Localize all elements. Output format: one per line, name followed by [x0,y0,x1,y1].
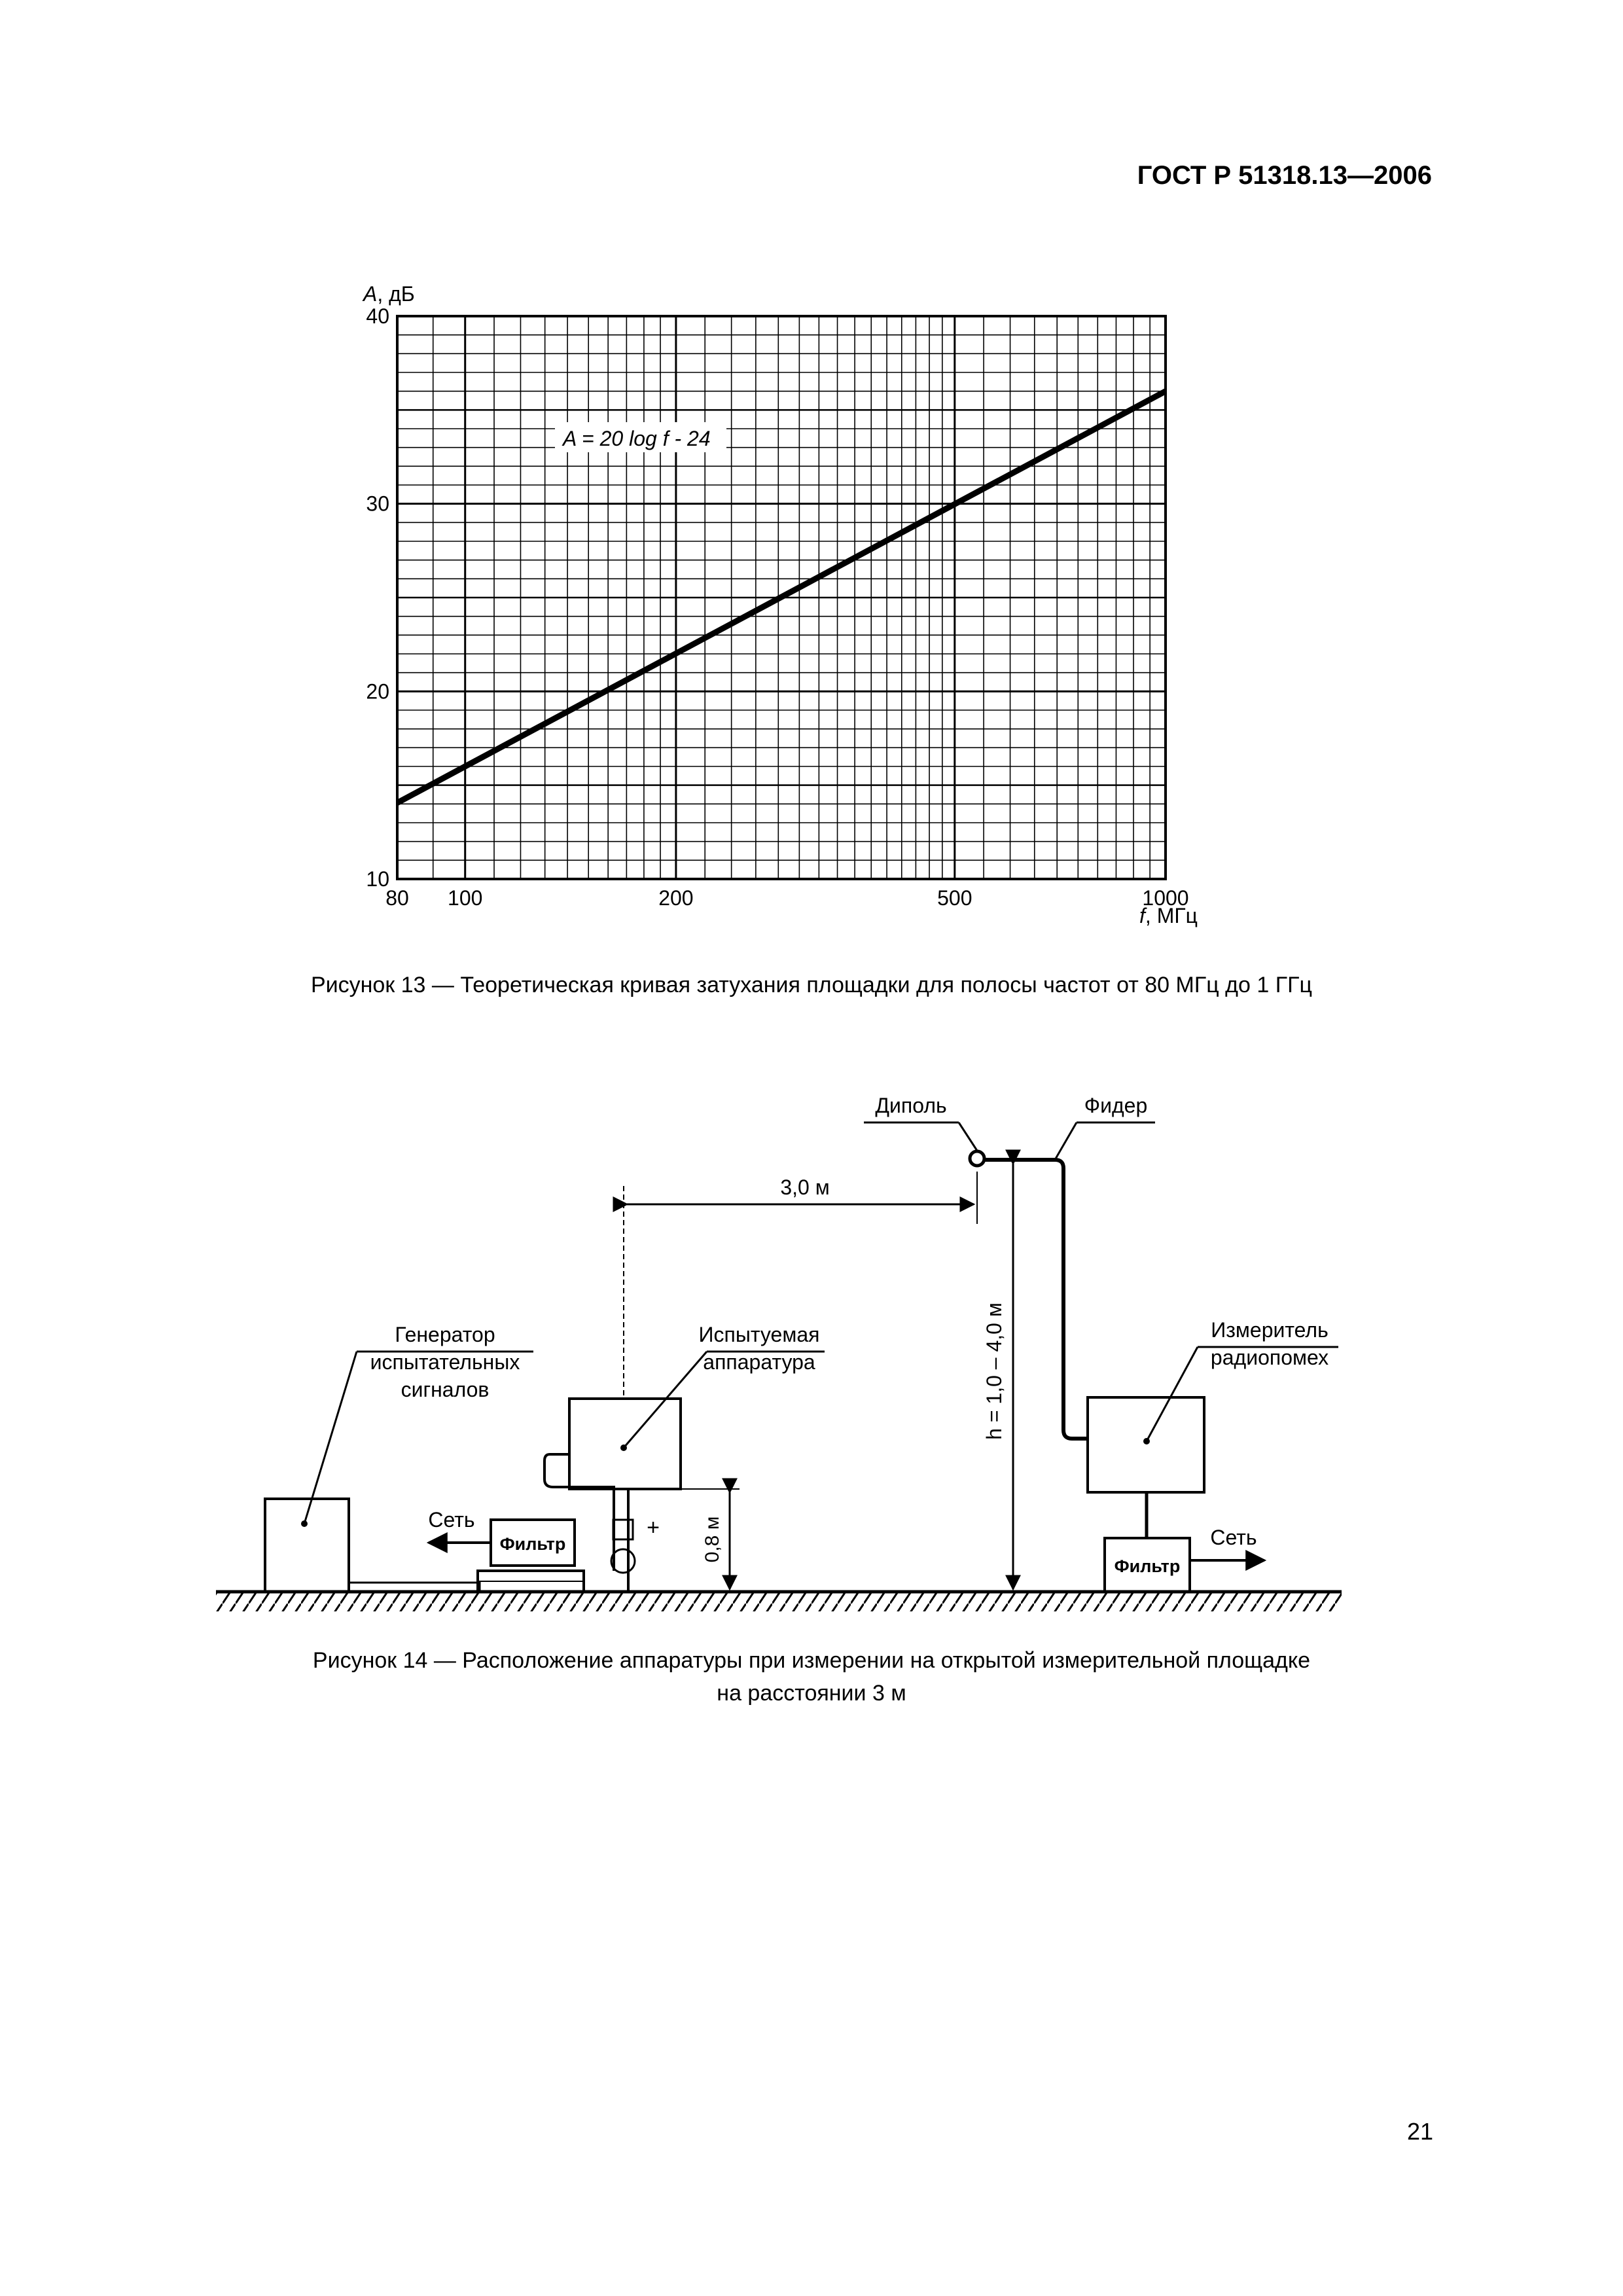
distance-label: 3,0 м [780,1175,829,1199]
feeder-label: Фидер [1084,1094,1147,1117]
x-tick-label: 1000 [1142,886,1188,910]
figure-13-chart: 10 20 30 40 80 100 200 500 1000 A, дБ f, МГц A … [362,282,1198,927]
x-tick-label: 100 [448,886,482,910]
eut-label-1: Испытуемая [699,1323,820,1346]
generator-box [264,1498,350,1593]
receiver-box [1086,1396,1205,1494]
generator-label-2: испытательных [370,1350,520,1374]
receiver-label-2: радиопомех [1211,1346,1329,1369]
plot-frame [396,315,1167,880]
feeder-cable [985,1158,1088,1441]
figure-14-caption-line-1: Рисунок 14 — Расположение аппаратуры при… [312,1648,1311,1673]
y-tick-label: 10 [366,867,389,891]
eut-box [568,1397,682,1490]
x-tick-labels: 80 100 200 500 1000 [385,886,1188,910]
antenna-height-label: h = 1,0 – 4,0 м [982,1302,1006,1440]
dipole-leader [957,1122,978,1151]
connector-box [612,1518,634,1541]
generator-label-1: Генератор [395,1323,495,1346]
table-height-label: 0,8 м [702,1516,723,1563]
right-mains-label: Сеть [1210,1526,1257,1549]
generator-leader [303,1351,358,1524]
right-filter-box [1103,1537,1191,1593]
y-tick-label: 30 [366,492,389,516]
document-header: ГОСТ Р 51318.13—2006 [1137,161,1432,190]
dipole-label: Диполь [875,1094,946,1117]
connector-loop [610,1548,636,1574]
dipole-icon [968,1149,986,1168]
y-axis-label: A, дБ [362,282,415,306]
figure-14-diagram: Генератор испытательных сигналов Фильтр … [216,1094,1342,1611]
plus-sign: + [647,1515,660,1540]
eut-cable [543,1453,615,1571]
right-filter-label: Фильтр [1115,1556,1181,1576]
ground-hatching [216,1592,1342,1611]
x-tick-label: 200 [658,886,693,910]
receiver-label-1: Измеритель [1211,1318,1329,1342]
annotation-background [555,422,726,452]
y-tick-label: 20 [366,679,389,703]
y-tick-label: 40 [366,304,389,328]
attenuation-curve [395,388,1168,806]
eut-leader [622,1351,708,1448]
feeder-leader [1054,1122,1078,1160]
x-axis-label: f, МГц [1139,904,1198,927]
x-tick-label: 500 [937,886,972,910]
curve-formula-annotation: A = 20 log f - 24 [562,427,711,450]
figure-13-caption: Рисунок 13 — Теоретическая кривая затуха… [310,973,1313,997]
page-number: 21 [1406,2118,1433,2145]
figure-14-caption-line-2: на расстоянии 3 м [717,1681,906,1706]
y-tick-labels: 10 20 30 40 [366,304,389,891]
receiver-leader [1145,1346,1199,1442]
eut-label-2: аппаратура [703,1350,815,1374]
x-tick-label: 80 [385,886,409,910]
left-filter-label: Фильтр [500,1534,566,1554]
generator-label-3: сигналов [401,1378,490,1401]
ground-cable [348,1581,481,1593]
left-mains-label: Сеть [428,1508,474,1532]
